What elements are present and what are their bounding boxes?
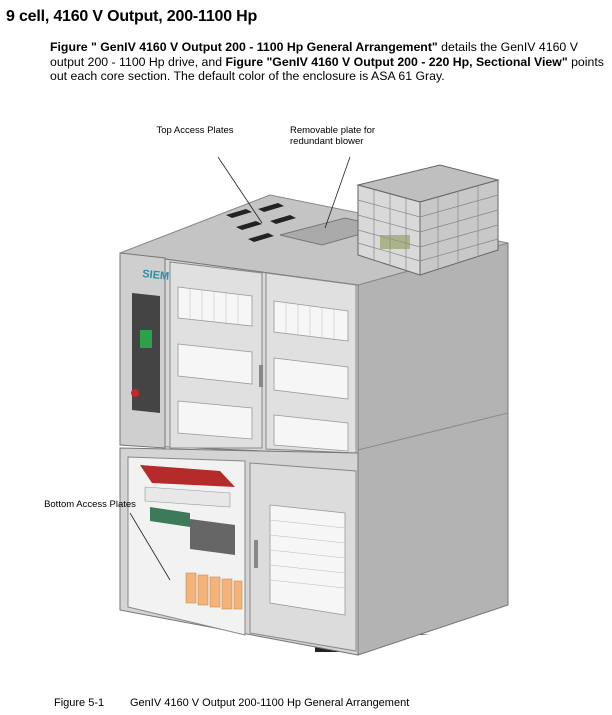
internal-component-green <box>150 507 190 527</box>
leader-removable-plate <box>324 156 351 229</box>
leader-bottom-access <box>129 512 171 581</box>
side-panel-seam <box>357 412 509 451</box>
drive-illustration: SIEMENS <box>40 115 580 675</box>
door-handle-upper <box>259 365 263 387</box>
keypad-display <box>140 330 152 348</box>
internal-component-red <box>140 465 235 487</box>
section-heading: 9 cell, 4160 V Output, 200-1100 Hp <box>6 8 258 25</box>
figure-title: GenIV 4160 V Output 200-1100 Hp General … <box>130 697 410 709</box>
drive-enclosure-drawing: SIEMENS <box>119 156 509 656</box>
callout-top-access-plates: Top Access Plates <box>156 125 234 136</box>
vent-louvers <box>189 289 335 340</box>
top-access-plate <box>236 221 262 230</box>
top-access-plate <box>270 215 296 224</box>
figure-reference-general-arrangement[interactable]: Figure " GenIV 4160 V Output 200 - 1100 … <box>50 40 438 54</box>
leader-top-access <box>217 156 263 224</box>
blower-housing-side <box>419 179 499 276</box>
figure-reference-sectional-view[interactable]: Figure "GenIV 4160 V Output 200 - 220 Hp… <box>225 54 568 69</box>
paragraph-text-1: details the GenIV 4160 V output 200 - 11… <box>50 40 578 69</box>
callout-bottom-access-plates: Bottom Access Plates <box>44 499 136 510</box>
top-access-plate <box>248 233 274 242</box>
enclosure-side-panel <box>357 242 509 656</box>
emergency-stop-button <box>131 389 139 397</box>
figure-caption: Figure 5-1 GenIV 4160 V Output 200-1100 H… <box>54 697 409 709</box>
body-paragraph: Figure " GenIV 4160 V Output 200 - 1100 … <box>50 40 606 84</box>
blower-fan-motor <box>380 235 410 249</box>
figure-number: Figure 5-1 <box>54 697 105 709</box>
door-handle-lower <box>254 540 258 568</box>
control-panel-window <box>132 293 160 413</box>
top-access-plate <box>226 209 252 218</box>
callout-removable-plate: Removable plate for redundant blower <box>290 125 376 147</box>
cell-vent-grilles <box>177 286 349 452</box>
internal-busbar <box>144 486 231 508</box>
paragraph-text-2: points out each core section. The defaul… <box>50 54 604 84</box>
top-access-plate <box>258 203 284 212</box>
internal-component-orange <box>185 572 243 610</box>
internal-transformer <box>190 519 235 555</box>
lower-door-vent <box>269 504 346 616</box>
lower-vent-louvers <box>269 519 346 589</box>
